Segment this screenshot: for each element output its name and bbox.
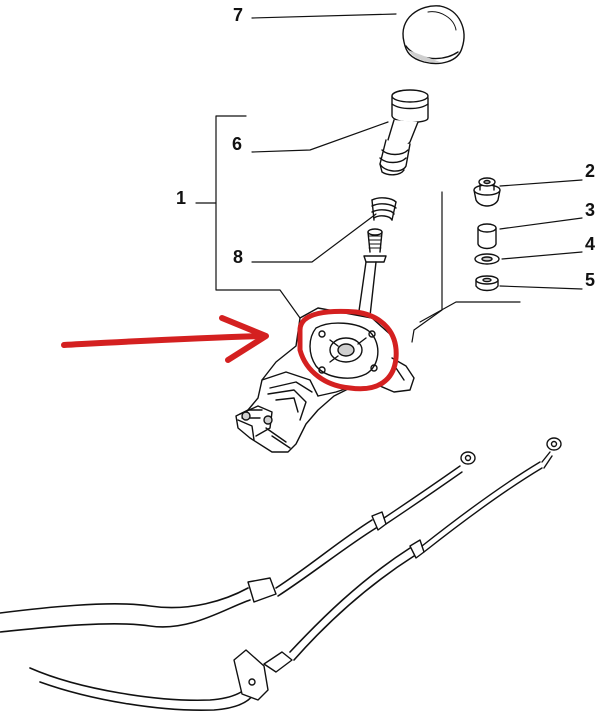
leader-lines bbox=[195, 13, 583, 343]
callout-1: 1 bbox=[176, 188, 187, 208]
callout-2: 2 bbox=[585, 161, 596, 181]
callout-3: 3 bbox=[585, 200, 596, 220]
spring-part bbox=[371, 197, 397, 221]
shift-housing-part bbox=[235, 307, 415, 453]
callout-7: 7 bbox=[233, 5, 244, 25]
callout-5: 5 bbox=[585, 270, 596, 290]
shift-cables bbox=[0, 437, 562, 712]
washer-part bbox=[474, 253, 500, 265]
callout-4: 4 bbox=[585, 234, 596, 254]
bushing-part bbox=[477, 223, 497, 250]
gear-knob-part bbox=[402, 5, 465, 65]
hex-nut-part bbox=[475, 275, 499, 292]
lever-sleeve-part bbox=[379, 89, 429, 176]
callout-6: 6 bbox=[232, 134, 243, 154]
highlight-annotations bbox=[61, 308, 399, 392]
nut-part bbox=[473, 177, 501, 207]
red-arrow-shaft bbox=[61, 333, 265, 348]
callout-8: 8 bbox=[233, 247, 244, 267]
red-circle-highlight bbox=[297, 308, 399, 392]
red-arrow-head bbox=[219, 315, 269, 363]
